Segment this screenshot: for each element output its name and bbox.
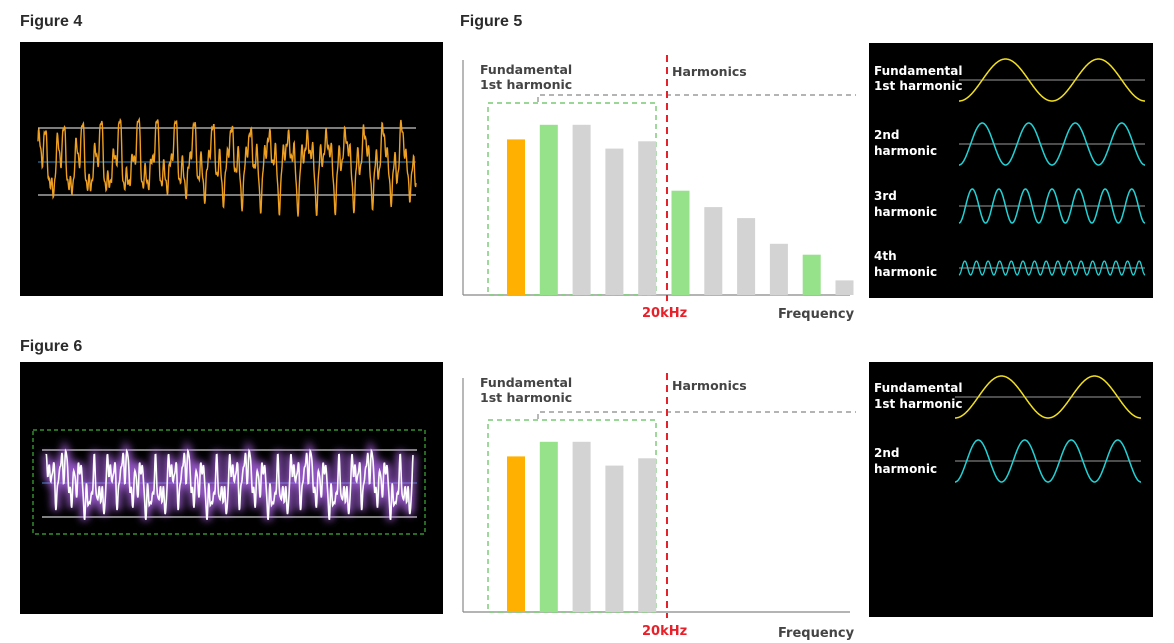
harmonics-label: Harmonics: [672, 378, 747, 393]
spectrum-bar-5: [638, 141, 657, 296]
wave2-label-line2: harmonic: [874, 144, 937, 158]
figure-6-title: Figure 6: [20, 338, 83, 355]
filtered-waveform: [45, 448, 414, 520]
fourth-harmonic-wave: [958, 260, 1146, 276]
second-harmonic-wave: [959, 122, 1145, 166]
noise-waveform-plot: [37, 116, 417, 217]
harmonics-label: Harmonics: [672, 64, 747, 79]
figure-4-title: Figure 4: [20, 13, 83, 30]
cutoff-label: 20kHz: [642, 306, 687, 321]
spectrum-bars: [507, 124, 854, 296]
harmonic-waves-top: Fundamental 1st harmonic 2nd harmonic 3r…: [874, 58, 1146, 279]
reference-level-line: [537, 94, 856, 102]
x-axis-label: Frequency: [778, 626, 855, 641]
harmonic-waves-panel-bottom: Fundamental 1st harmonic 2nd harmonic: [869, 362, 1153, 617]
spectrum-bar-1: [507, 456, 525, 612]
wave2-label-line2: harmonic: [874, 462, 937, 476]
spectrum-chart-bottom: Fundamental 1st harmonic Harmonics 20kHz…: [462, 373, 856, 641]
spectrum-bar-2: [539, 441, 558, 612]
reference-level-line: [537, 411, 856, 419]
fundamental-wave: [959, 58, 1145, 102]
third-harmonic-wave: [958, 188, 1146, 224]
wave2-label-line1: 2nd: [874, 446, 899, 460]
first-harmonic-label: 1st harmonic: [480, 390, 572, 405]
limit-box: [32, 429, 426, 535]
second-harmonic-wave: [955, 439, 1141, 483]
fundamental-label: Fundamental: [480, 62, 572, 77]
spectrum-bar-4: [605, 148, 624, 295]
figure-6-panel: [20, 362, 443, 614]
spectrum-bar-4: [605, 465, 624, 612]
spectrum-bar-11: [835, 280, 854, 295]
fundamental-wave: [955, 375, 1141, 419]
wave1-label-line2: 1st harmonic: [874, 397, 962, 411]
figure-5-title: Figure 5: [460, 13, 523, 30]
spectrum-bar-1: [507, 139, 525, 295]
harmonic-waves-panel-top: Fundamental 1st harmonic 2nd harmonic 3r…: [869, 43, 1153, 298]
cutoff-label: 20kHz: [642, 624, 687, 639]
wave1-label-line1: Fundamental: [874, 64, 963, 78]
spectrum-bar-6: [671, 190, 690, 295]
spectrum-bar-9: [769, 243, 788, 296]
spectrum-bar-5: [638, 458, 657, 613]
spectrum-bar-10: [802, 254, 821, 295]
filtered-waveform-plot: [32, 429, 426, 535]
wave1-label-line2: 1st harmonic: [874, 79, 962, 93]
spectrum-chart-top: Fundamental 1st harmonic Harmonics 20kHz…: [462, 55, 856, 322]
x-axis-label: Frequency: [778, 307, 855, 322]
wave1-label-line1: Fundamental: [874, 381, 963, 395]
fundamental-label: Fundamental: [480, 375, 572, 390]
harmonic-waves-bottom: Fundamental 1st harmonic 2nd harmonic: [874, 375, 1141, 483]
spectrum-bar-3: [572, 441, 591, 612]
wave4-label-line1: 4th: [874, 249, 897, 263]
wave2-label-line1: 2nd: [874, 128, 899, 142]
spectrum-bar-7: [704, 207, 723, 295]
spectrum-bar-2: [539, 124, 558, 295]
spectrum-bar-3: [572, 124, 591, 295]
first-harmonic-label: 1st harmonic: [480, 77, 572, 92]
wave3-label-line2: harmonic: [874, 205, 937, 219]
wave4-label-line2: harmonic: [874, 265, 937, 279]
spectrum-bars: [507, 441, 657, 613]
figure-4-panel: [20, 42, 443, 296]
noise-waveform: [37, 116, 417, 217]
spectrum-bar-8: [737, 218, 756, 295]
wave3-label-line1: 3rd: [874, 189, 897, 203]
